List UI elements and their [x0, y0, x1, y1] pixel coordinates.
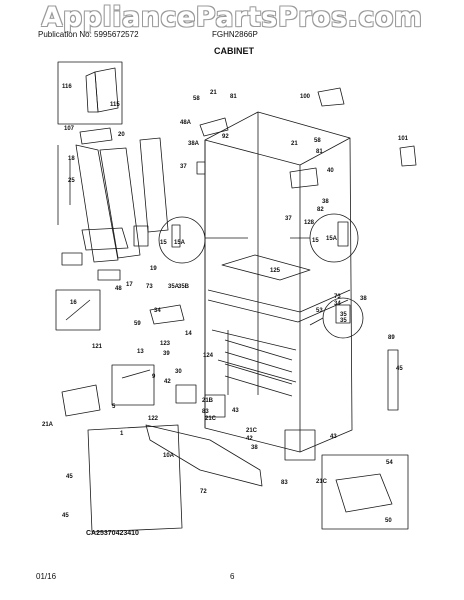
part-label: 25 — [68, 178, 75, 184]
part-label: 92 — [222, 134, 229, 140]
part-label: 9 — [152, 374, 156, 380]
part-label: 37 — [285, 216, 292, 222]
part-label: 43 — [330, 434, 337, 440]
part-label: 21 — [210, 90, 217, 96]
part-label: 37 — [180, 164, 187, 170]
part-label: 17 — [126, 282, 133, 288]
part-label: 53 — [316, 308, 323, 314]
model-number: FGHN2866P — [212, 30, 258, 39]
part-label: 123 — [160, 341, 171, 347]
footer-date: 01/16 — [36, 572, 57, 581]
part-label: 124 — [203, 353, 214, 359]
part-label: 1 — [120, 431, 124, 437]
part-label: 107 — [64, 126, 75, 132]
part-label: 81 — [230, 94, 237, 100]
diagram-code: CA25370423410 — [86, 530, 139, 537]
watermark: AppliancePartsPros.com — [41, 2, 423, 33]
part-label: 21A — [42, 422, 54, 428]
part-label: 21B — [202, 398, 214, 404]
part-label: 72 — [200, 489, 207, 495]
part-label: 15A — [174, 240, 186, 246]
page-title: CABINET — [214, 46, 254, 56]
part-label: 58 — [314, 138, 321, 144]
part-label: 21C — [316, 479, 328, 485]
part-label: 83 — [281, 480, 288, 486]
part-label: 18 — [68, 156, 75, 162]
part-label: 34 — [334, 301, 341, 307]
part-label: 59 — [134, 321, 141, 327]
part-label: 48 — [115, 286, 122, 292]
part-label: 38 — [360, 296, 367, 302]
part-label: 73 — [146, 284, 153, 290]
part-label: 38 — [322, 199, 329, 205]
part-label: 125 — [270, 268, 281, 274]
part-label: 81 — [316, 149, 323, 155]
part-label: 21 — [291, 141, 298, 147]
detail-circle-left — [158, 216, 206, 264]
part-label: 128 — [304, 220, 315, 226]
part-label: 116 — [62, 84, 72, 90]
cabinet-outline — [204, 111, 353, 453]
part-label: 14 — [185, 331, 192, 337]
part-label: 73 — [334, 294, 341, 300]
part-label: 122 — [148, 416, 159, 422]
part-label: 10A — [163, 453, 175, 459]
part-label: 35A — [168, 284, 180, 290]
part-label: 50 — [385, 518, 392, 524]
publication-number: Publication No: 5995672572 — [38, 30, 139, 39]
part-label: 89 — [388, 335, 395, 341]
part-label: 13 — [137, 349, 144, 355]
part-label: 38 — [251, 445, 258, 451]
part-label: 83 — [202, 409, 209, 415]
part-label: 34 — [154, 308, 161, 314]
part-label: 45 — [66, 474, 73, 480]
part-label: 45 — [62, 513, 69, 519]
part-label: 19 — [150, 266, 157, 272]
part-label: 42 — [246, 436, 253, 442]
part-label: 16 — [70, 300, 77, 306]
part-label: 15 — [160, 240, 167, 246]
part-label: 20 — [118, 132, 125, 138]
part-label: 30 — [175, 369, 182, 375]
part-label: 42 — [164, 379, 171, 385]
part-label: 40 — [327, 168, 334, 174]
part-label: 100 — [300, 94, 311, 100]
part-label: 5 — [112, 404, 116, 410]
part-label: 43 — [232, 408, 239, 414]
part-label: 54 — [386, 460, 393, 466]
part-label: 15 — [312, 238, 319, 244]
part-label: 35 — [340, 318, 347, 324]
part-label: 121 — [92, 344, 103, 350]
part-label: 21C — [246, 428, 258, 434]
part-label: 45 — [396, 366, 403, 372]
part-label: 101 — [398, 136, 409, 142]
part-label: 58 — [193, 96, 200, 102]
part-label: 21C — [205, 416, 217, 422]
part-label: 48A — [180, 120, 192, 126]
part-label: 39 — [163, 351, 170, 357]
part-label: 38A — [188, 141, 200, 147]
part-label: 115 — [110, 102, 120, 108]
footer-page-number: 6 — [230, 572, 235, 581]
part-label: 35B — [178, 284, 190, 290]
part-label: 15A — [326, 236, 338, 242]
part-label: 82 — [317, 207, 324, 213]
part-label: 35 — [340, 312, 347, 318]
